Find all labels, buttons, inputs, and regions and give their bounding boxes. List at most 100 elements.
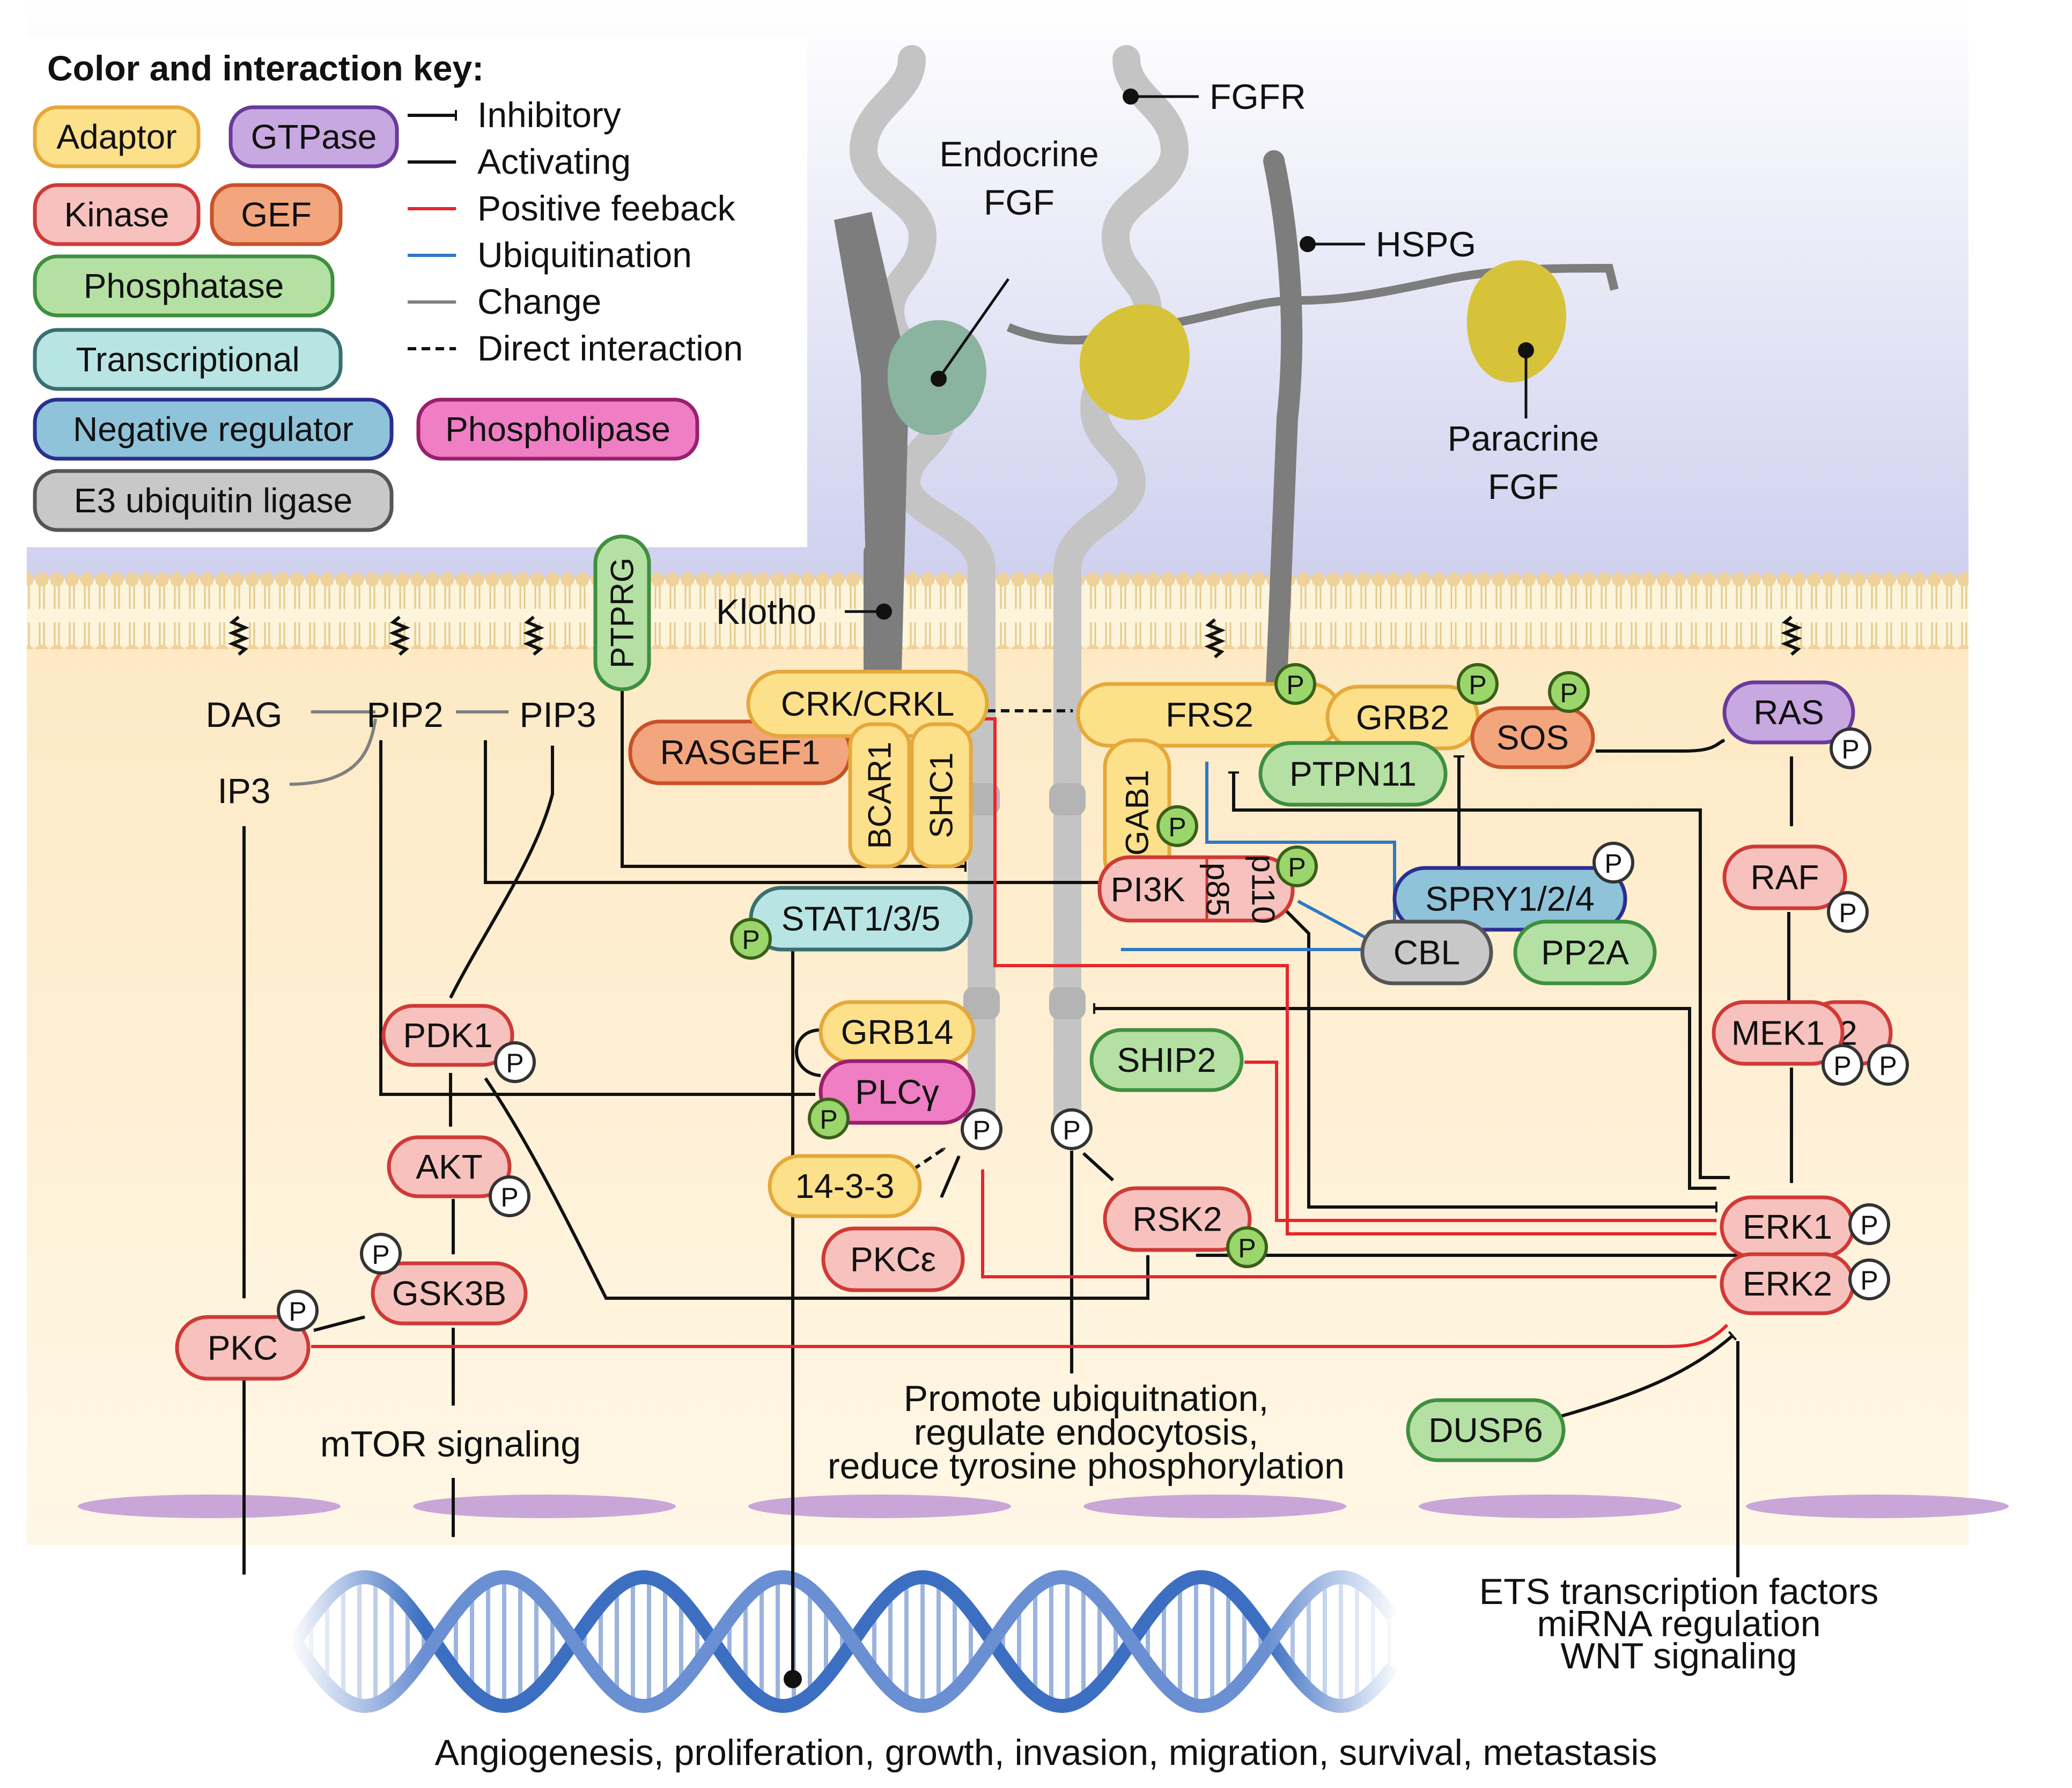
receptor-left-p: P bbox=[961, 1108, 1002, 1150]
grb2-p: P bbox=[1457, 663, 1499, 705]
pkce-node-shape bbox=[821, 1226, 965, 1292]
ptpn11-node: PTPN11 bbox=[1258, 741, 1448, 807]
p110-p: P bbox=[1276, 845, 1318, 887]
shc1-node-shape bbox=[910, 722, 973, 869]
erk1-node-label: ERK1 bbox=[1743, 1208, 1832, 1246]
key-gtpase: GTPase bbox=[228, 105, 399, 168]
p1433-node-label: 14-3-3 bbox=[795, 1167, 895, 1205]
mek2-p-circle bbox=[1867, 1044, 1909, 1086]
raf-node-shape bbox=[1722, 844, 1847, 910]
raf-node: RAF bbox=[1722, 844, 1847, 910]
ets-output-line3: WNT signaling bbox=[1561, 1636, 1797, 1676]
callout-dots bbox=[784, 89, 1534, 1688]
sos-node: SOS bbox=[1470, 706, 1595, 769]
dusp6-node-label: DUSP6 bbox=[1428, 1411, 1543, 1449]
stat-p-circle bbox=[730, 918, 772, 960]
key-gef-shape bbox=[210, 183, 343, 246]
receptor-left-p-label: P bbox=[972, 1115, 990, 1145]
crk-node-label: CRK/CRKL bbox=[781, 685, 955, 723]
key-negative-regulator: Negative regulator bbox=[33, 398, 394, 461]
endocrine-fgf-label-line1: Endocrine bbox=[939, 134, 1098, 174]
ptpn11-node-shape bbox=[1258, 741, 1448, 807]
grb2-p-circle bbox=[1457, 663, 1499, 705]
cbl-node-label: CBL bbox=[1393, 933, 1461, 972]
pkc-p: P bbox=[277, 1290, 319, 1331]
key-adaptor-label: Adaptor bbox=[56, 117, 176, 156]
dusp6-node-shape bbox=[1406, 1398, 1566, 1462]
plcg-p-label: P bbox=[820, 1105, 837, 1135]
1433-to-receptor-p bbox=[900, 1146, 946, 1179]
cbl-ubiquitinate-pi3k bbox=[1297, 900, 1369, 940]
akt-node: AKT bbox=[387, 1135, 512, 1198]
plcg-node: PLCγ bbox=[819, 1059, 976, 1125]
sos-p-label: P bbox=[1560, 678, 1577, 708]
grb2-p-label: P bbox=[1469, 670, 1486, 700]
plasma-membrane bbox=[27, 572, 1968, 649]
key-e3-ubiquitin-ligase-shape bbox=[33, 469, 394, 532]
pkce-node: PKCε bbox=[821, 1226, 965, 1292]
ras-node: RAS bbox=[1722, 680, 1855, 745]
key-title: Color and interaction key: bbox=[47, 48, 484, 88]
pdk1-node-shape bbox=[381, 1004, 514, 1067]
pi3k-to-pip3 bbox=[483, 739, 1100, 884]
gsk3b-p: P bbox=[360, 1233, 402, 1275]
crk-node: CRK/CRKL bbox=[746, 669, 989, 738]
spry-node-label: SPRY1/2/4 bbox=[1425, 880, 1594, 918]
spry-node-shape bbox=[1392, 866, 1627, 932]
plcg-p: P bbox=[808, 1098, 850, 1139]
mek1-node-shape bbox=[1712, 1000, 1845, 1066]
erk-inhibit-receptor bbox=[1093, 1003, 1716, 1190]
mek1-p: P bbox=[1822, 1044, 1863, 1086]
bcar1-node: BCAR1 bbox=[848, 722, 911, 869]
key-kinase-shape bbox=[33, 183, 201, 246]
ship2-node-shape bbox=[1089, 1028, 1244, 1092]
receptor-right-p-label: P bbox=[1063, 1115, 1080, 1145]
cbl-node: CBL bbox=[1360, 919, 1493, 985]
mek1-p-label: P bbox=[1833, 1051, 1851, 1081]
pdk1-node: PDK1 bbox=[381, 1004, 514, 1067]
key-adaptor-shape bbox=[33, 105, 201, 168]
receptor-right-p: P bbox=[1051, 1108, 1093, 1150]
key-gtpase-shape bbox=[228, 105, 399, 168]
rsk2-node: RSK2 bbox=[1103, 1186, 1252, 1252]
ship2-node-label: SHIP2 bbox=[1117, 1041, 1216, 1079]
key-activating-label: Activating bbox=[477, 142, 631, 181]
stat-p: P bbox=[730, 918, 772, 960]
key-transcriptional: Transcriptional bbox=[33, 328, 343, 391]
mek2-p-label: P bbox=[1879, 1051, 1897, 1081]
pi3k-inhibit-erk bbox=[1275, 900, 1717, 1212]
grb2-node-label: GRB2 bbox=[1356, 698, 1449, 737]
rsk2-to-receptor-p bbox=[1082, 1152, 1115, 1182]
p85-label: p85 bbox=[1200, 863, 1236, 916]
pp2a-node-label: PP2A bbox=[1541, 933, 1629, 972]
dag-label: DAG bbox=[205, 695, 282, 734]
stat-node-label: STAT1/3/5 bbox=[781, 900, 940, 938]
pip2-to-ip3 bbox=[289, 718, 377, 786]
akt-p-circle bbox=[489, 1175, 530, 1217]
paracrine-fgf-ligand-receptor bbox=[1079, 304, 1190, 421]
ets-output-line2: miRNA regulation bbox=[1537, 1603, 1820, 1644]
key-kinase-label: Kinase bbox=[64, 195, 169, 234]
p1433-node-shape bbox=[768, 1154, 922, 1218]
mtor-signaling-label: mTOR signaling bbox=[320, 1424, 581, 1465]
frs2-node: FRS2 bbox=[1076, 682, 1343, 748]
akt-node-shape bbox=[387, 1135, 512, 1198]
bcar1-node-label: BCAR1 bbox=[862, 741, 898, 849]
p110-p-circle bbox=[1276, 845, 1318, 887]
interaction-edges bbox=[242, 681, 1794, 1680]
pp2a-node-shape bbox=[1513, 919, 1657, 985]
key-phospholipase: Phospholipase bbox=[416, 398, 699, 461]
pkc-node-label: PKC bbox=[208, 1329, 278, 1367]
key-transcriptional-label: Transcriptional bbox=[76, 340, 299, 379]
erk2-node: ERK2 bbox=[1720, 1252, 1855, 1315]
raf-p-label: P bbox=[1839, 898, 1856, 928]
ras-p: P bbox=[1830, 727, 1871, 769]
sos-p-circle bbox=[1548, 671, 1590, 713]
ip3-label: IP3 bbox=[217, 771, 270, 811]
cbl-node-shape bbox=[1360, 919, 1493, 985]
key-gtpase-label: GTPase bbox=[251, 117, 377, 156]
raf-p-circle bbox=[1827, 891, 1869, 933]
rsk2-p-circle bbox=[1226, 1226, 1268, 1268]
pkc-to-gsk3b bbox=[313, 1315, 366, 1332]
